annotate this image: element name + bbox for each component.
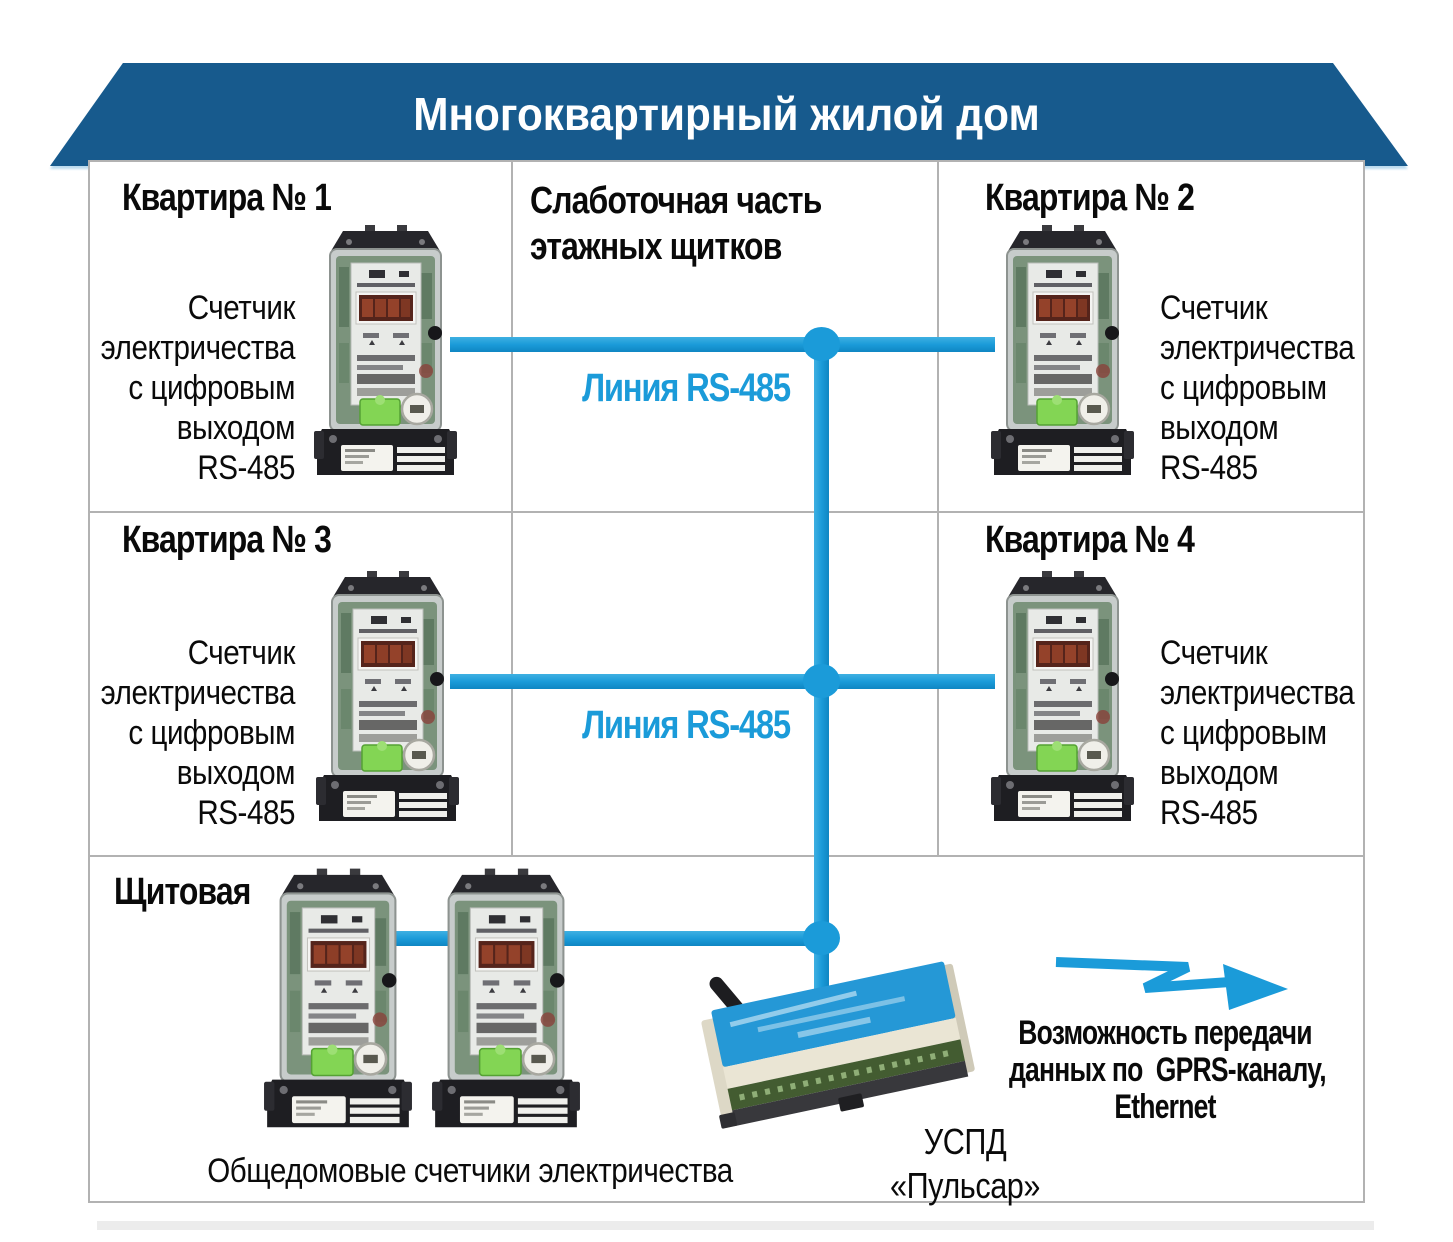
meter-spec-line: Счетчик — [187, 634, 296, 672]
gprs-data-arrow-icon — [1055, 957, 1288, 1010]
rs485-bus-line-row2 — [450, 674, 995, 689]
floor-panels-title-line1: Слаботочная часть — [530, 180, 822, 222]
meter-spec-line: с цифровым — [128, 369, 295, 407]
meter-spec-line: с цифровым — [128, 714, 295, 752]
apartment-2-title: Квартира № 2 — [985, 177, 1195, 219]
gprs-transfer-note-line3: Ethernet — [1114, 1088, 1216, 1126]
electricity-meter-common-1 — [263, 866, 413, 1134]
grid-shadow — [97, 1221, 1374, 1230]
meter-spec-line: электричества — [1160, 329, 1355, 367]
gprs-transfer-note-line2: данных по GPRS-каналу, — [1009, 1051, 1327, 1089]
grid-divider-horizontal-2 — [90, 855, 1363, 857]
meter-spec-line: с цифровым — [1160, 369, 1327, 407]
building-banner: Многоквартирный жилой дом — [49, 63, 1408, 166]
switchboard-room-title: Щитовая — [114, 871, 251, 913]
electricity-meter-apartment-3 — [315, 569, 460, 827]
grid-divider-vertical-2 — [937, 162, 939, 857]
grid-divider-vertical-1 — [511, 162, 513, 857]
rs485-junction-dot-2 — [803, 664, 840, 698]
meter-spec-line: выходом — [176, 409, 296, 447]
floor-panels-title-line2: этажных щитков — [530, 226, 782, 268]
meter-spec-apartment-4: Счетчик электричества с цифровым выходом… — [1160, 633, 1369, 833]
floor-panels-title: Слаботочная часть этажных щитков — [530, 178, 822, 270]
electricity-meter-common-2 — [431, 866, 581, 1134]
rs485-line-label-row1: Линия RS-485 — [582, 366, 791, 410]
building-banner-wrap: Многоквартирный жилой дом — [0, 30, 1453, 166]
meter-spec-line: Счетчик — [1160, 634, 1268, 672]
gprs-transfer-note-line1: Возможность передачи — [1018, 1014, 1312, 1052]
meter-spec-apartment-2: Счетчик электричества с цифровым выходом… — [1160, 288, 1369, 488]
gprs-transfer-note: Возможность передачи данных по GPRS-кана… — [1009, 1014, 1327, 1126]
meter-spec-apartment-3: Счетчик электричества с цифровым выходом… — [86, 633, 296, 833]
meter-spec-line: RS-485 — [1160, 449, 1258, 487]
meter-spec-line: Счетчик — [187, 289, 296, 327]
meter-spec-apartment-1: Счетчик электричества с цифровым выходом… — [86, 288, 296, 488]
meter-spec-line: выходом — [1160, 754, 1279, 792]
meter-spec-line: с цифровым — [1160, 714, 1327, 752]
electricity-meter-apartment-4 — [990, 569, 1135, 827]
grid-divider-horizontal-1 — [90, 511, 1363, 513]
meter-spec-line: RS-485 — [197, 449, 295, 487]
meter-spec-line: выходом — [1160, 409, 1279, 447]
rs485-junction-dot-1 — [803, 327, 840, 361]
meter-spec-line: RS-485 — [1160, 794, 1258, 832]
meter-spec-line: Счетчик — [1160, 289, 1268, 327]
apartment-3-title: Квартира № 3 — [122, 519, 332, 561]
meter-spec-line: электричества — [1160, 674, 1355, 712]
rs485-line-label-row2: Линия RS-485 — [582, 703, 791, 747]
uspd-device-label-line1: УСПД — [923, 1121, 1007, 1162]
electricity-meter-apartment-1 — [313, 223, 458, 481]
electricity-meter-apartment-2 — [990, 223, 1135, 481]
apartment-4-title: Квартира № 4 — [985, 519, 1195, 561]
common-meters-caption: Общедомовые счетчики электричества — [207, 1152, 733, 1190]
meter-spec-line: RS-485 — [197, 794, 295, 832]
meter-spec-line: электричества — [100, 674, 296, 712]
apartment-1-title: Квартира № 1 — [122, 177, 332, 219]
meter-spec-line: электричества — [100, 329, 296, 367]
rs485-junction-dot-3 — [803, 921, 840, 955]
rs485-bus-line-row1 — [450, 337, 995, 352]
meter-spec-line: выходом — [176, 754, 296, 792]
uspd-device-label-line2: «Пульсар» — [890, 1165, 1040, 1206]
banner-title: Многоквартирный жилой дом — [413, 88, 1040, 140]
uspd-device-label: УСПД «Пульсар» — [850, 1120, 1080, 1208]
